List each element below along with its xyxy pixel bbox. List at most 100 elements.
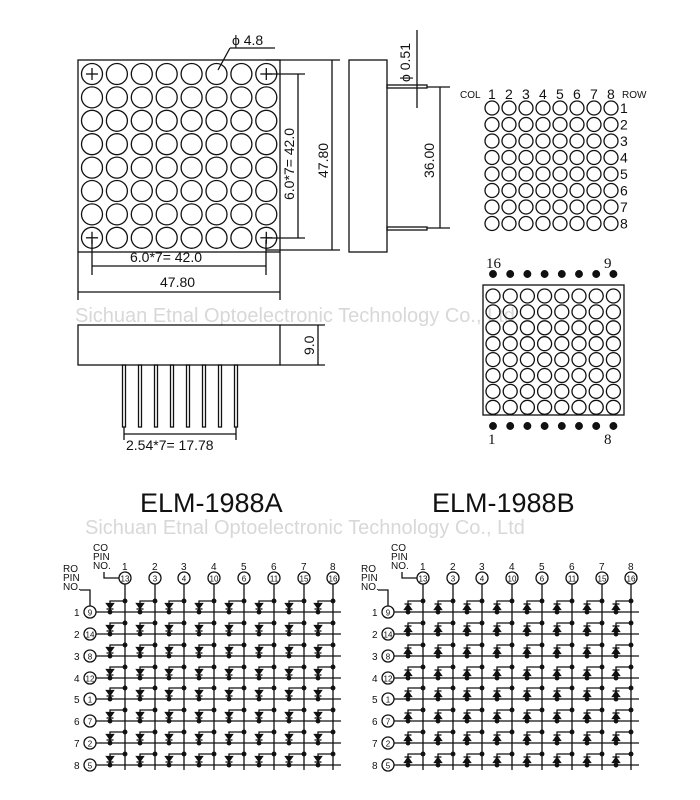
led-circle xyxy=(502,383,518,400)
led-diode-icon xyxy=(313,755,323,763)
diode-lead xyxy=(109,644,125,656)
pin-dot xyxy=(489,422,497,430)
led-diode-icon xyxy=(582,647,592,655)
led-circle xyxy=(502,367,518,384)
diode-lead xyxy=(317,709,333,721)
junction-dot xyxy=(509,598,515,604)
led-circle xyxy=(519,336,536,352)
diode-lead xyxy=(496,666,512,678)
diode-lead xyxy=(466,709,482,721)
col-pin-number: 3 xyxy=(451,575,456,584)
led-circle xyxy=(80,179,104,203)
diode-lead xyxy=(556,753,572,765)
title-elm-1988a: ELM-1988A xyxy=(140,488,283,518)
diode-lead xyxy=(437,644,453,656)
junction-dot xyxy=(464,631,470,637)
led-circle xyxy=(105,179,129,203)
junction-dot xyxy=(479,598,485,604)
led-circle xyxy=(485,399,501,415)
dot-circle xyxy=(518,215,534,232)
junction-dot xyxy=(137,696,143,702)
led-circle xyxy=(105,62,129,86)
led-diode-icon xyxy=(224,689,234,697)
col-number: 3 xyxy=(522,86,530,102)
led-circle xyxy=(519,367,536,384)
junction-dot xyxy=(226,740,232,746)
diode-lead xyxy=(437,622,453,634)
diode-lead xyxy=(198,731,214,743)
junction-dot xyxy=(554,718,560,724)
pin xyxy=(137,364,143,428)
row-pin-number: 9 xyxy=(386,609,391,618)
led-diode-icon xyxy=(611,647,621,655)
led-diode-icon xyxy=(492,669,502,677)
dot-circle xyxy=(535,133,551,149)
led-circle xyxy=(205,86,228,109)
junction-dot xyxy=(584,609,590,615)
diode-lead xyxy=(586,644,602,656)
dot-circle xyxy=(484,199,500,215)
row-number: 4 xyxy=(74,674,80,685)
junction-dot xyxy=(226,762,232,768)
led-circle xyxy=(255,203,278,226)
led-circle xyxy=(230,156,253,179)
junction-dot xyxy=(479,751,485,757)
junction-dot xyxy=(226,609,232,615)
col-number: 4 xyxy=(509,562,515,573)
diode-lead xyxy=(168,600,184,612)
led-circle xyxy=(571,351,587,368)
pitch-v-label: 6.0*7= 42.0 xyxy=(281,128,297,200)
led-diode-icon xyxy=(582,734,592,742)
led-circle xyxy=(105,133,129,156)
led-circle xyxy=(554,336,570,352)
junction-dot xyxy=(613,609,619,615)
led-circle xyxy=(485,288,501,304)
row-number: 1 xyxy=(74,608,80,619)
junction-dot xyxy=(420,685,426,691)
led-diode-icon xyxy=(135,711,145,719)
led-diode-icon xyxy=(611,603,621,611)
row-number: 7 xyxy=(620,199,628,215)
junction-dot xyxy=(494,718,500,724)
junction-dot xyxy=(509,642,515,648)
led-diode-icon xyxy=(284,733,294,741)
junction-dot xyxy=(405,675,411,681)
junction-dot xyxy=(226,718,232,724)
row-pin-number: 12 xyxy=(384,675,393,684)
led-circle xyxy=(155,62,178,86)
led-diode-icon xyxy=(164,602,174,610)
junction-dot xyxy=(599,642,605,648)
junction-dot xyxy=(494,609,500,615)
junction-dot xyxy=(524,740,530,746)
led-circle xyxy=(519,351,536,368)
led-circle xyxy=(519,304,536,320)
junction-dot xyxy=(539,642,545,648)
ro-pin-no-label: PIN xyxy=(63,573,80,584)
junction-dot xyxy=(554,653,560,659)
led-circle xyxy=(130,156,153,179)
junction-dot xyxy=(241,751,247,757)
diode-lead xyxy=(586,709,602,721)
led-circle xyxy=(255,109,278,132)
row-pin-number: 1 xyxy=(386,696,391,705)
diode-lead xyxy=(168,709,184,721)
led-circle xyxy=(130,133,153,156)
dot-circle xyxy=(484,133,500,149)
diode-lead xyxy=(139,644,155,656)
led-diode-icon xyxy=(611,669,621,677)
diode-lead xyxy=(526,709,542,721)
led-diode-icon xyxy=(194,755,204,763)
row-number: 3 xyxy=(620,133,628,149)
col-number: 3 xyxy=(181,562,187,573)
row-pin-number: 9 xyxy=(88,609,93,618)
junction-dot xyxy=(569,598,575,604)
led-diode-icon xyxy=(522,603,532,611)
junction-dot xyxy=(569,751,575,757)
led-diode-icon xyxy=(254,646,264,654)
pin-dot xyxy=(592,422,601,430)
junction-dot xyxy=(122,751,128,757)
led-circle xyxy=(80,133,104,156)
led-circle xyxy=(485,320,501,336)
diode-lead xyxy=(317,731,333,743)
junction-dot xyxy=(435,609,441,615)
